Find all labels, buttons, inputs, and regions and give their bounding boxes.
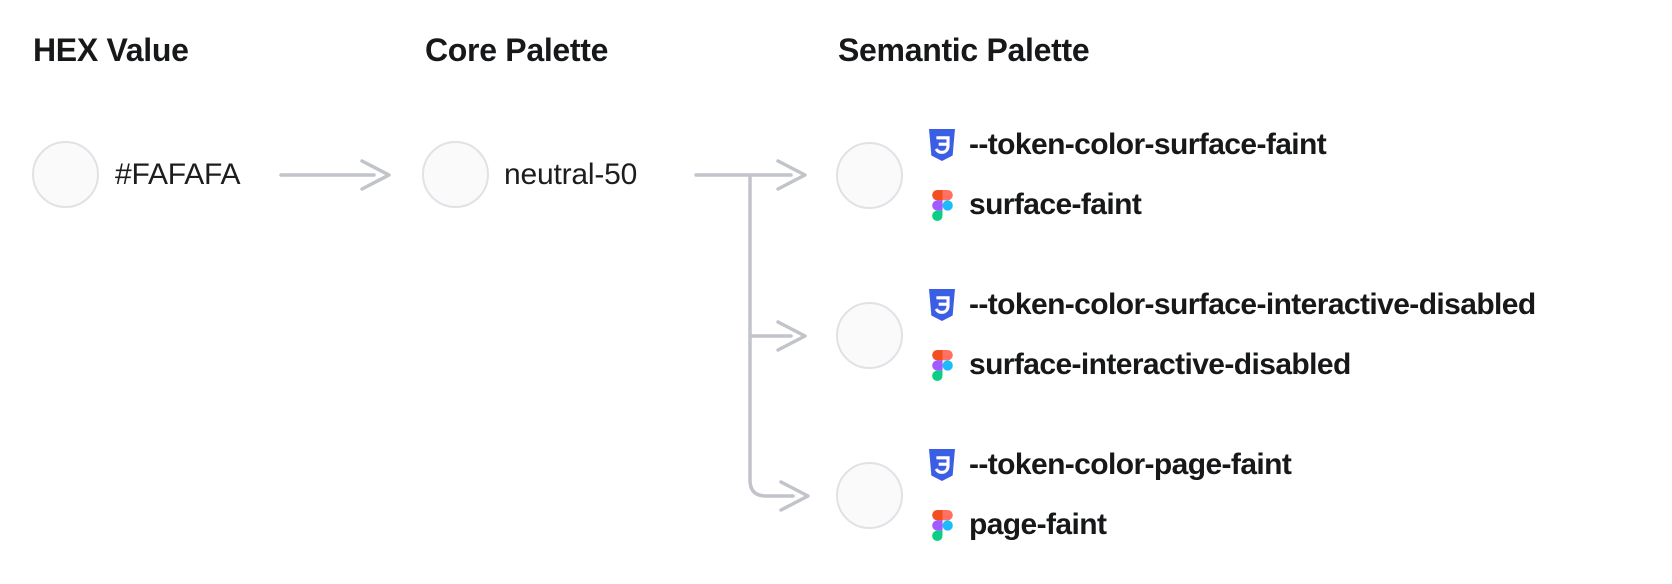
css-token-name: --token-color-page-faint (969, 448, 1292, 481)
branch-vertical-line (748, 173, 795, 498)
hex-value-label: #FAFAFA (115, 157, 241, 191)
semantic-color-swatch (836, 301, 903, 369)
figma-logo-icon (927, 509, 957, 541)
figma-logo-icon (927, 189, 957, 221)
css3-shield-icon (927, 129, 957, 161)
heading-core-palette: Core Palette (425, 32, 609, 68)
arrow-branch-1-head (776, 159, 807, 191)
semantic-color-swatch (836, 461, 903, 529)
figma-token-line: surface-interactive-disabled (927, 348, 1536, 382)
css3-shield-icon (927, 449, 957, 481)
css-token-name: --token-color-surface-faint (969, 128, 1327, 161)
semantic-color-swatch (836, 141, 903, 209)
core-color-swatch (422, 141, 489, 208)
hex-color-swatch (32, 141, 99, 208)
css-token-line: --token-color-page-faint (927, 448, 1292, 482)
hex-value-node: #FAFAFA (32, 141, 241, 208)
figma-logo-icon (927, 349, 957, 381)
figma-token-name: page-faint (969, 508, 1107, 541)
semantic-token-row: --token-color-page-faint page-faint (836, 448, 1292, 542)
figma-token-name: surface-interactive-disabled (969, 348, 1351, 381)
figma-token-line: page-faint (927, 508, 1291, 542)
css-token-line: --token-color-surface-faint (927, 128, 1327, 162)
semantic-token-row: --token-color-surface-interactive-disabl… (836, 288, 1536, 382)
css-token-line: --token-color-surface-interactive-disabl… (927, 288, 1536, 322)
css-token-name: --token-color-surface-interactive-disabl… (969, 288, 1536, 321)
arrow-branch-2-head (776, 320, 807, 352)
figma-token-name: surface-faint (969, 188, 1142, 221)
core-palette-label: neutral-50 (504, 157, 638, 191)
heading-semantic-palette: Semantic Palette (838, 32, 1090, 68)
heading-hex-value: HEX Value (33, 32, 189, 68)
semantic-token-row: --token-color-surface-faint surface-fain… (836, 128, 1327, 222)
core-palette-node: neutral-50 (422, 141, 637, 208)
figma-token-line: surface-faint (927, 188, 1326, 222)
arrow-branch-3-head (779, 480, 810, 512)
arrow-hex-to-core-head (360, 159, 391, 191)
css3-shield-icon (927, 289, 957, 321)
